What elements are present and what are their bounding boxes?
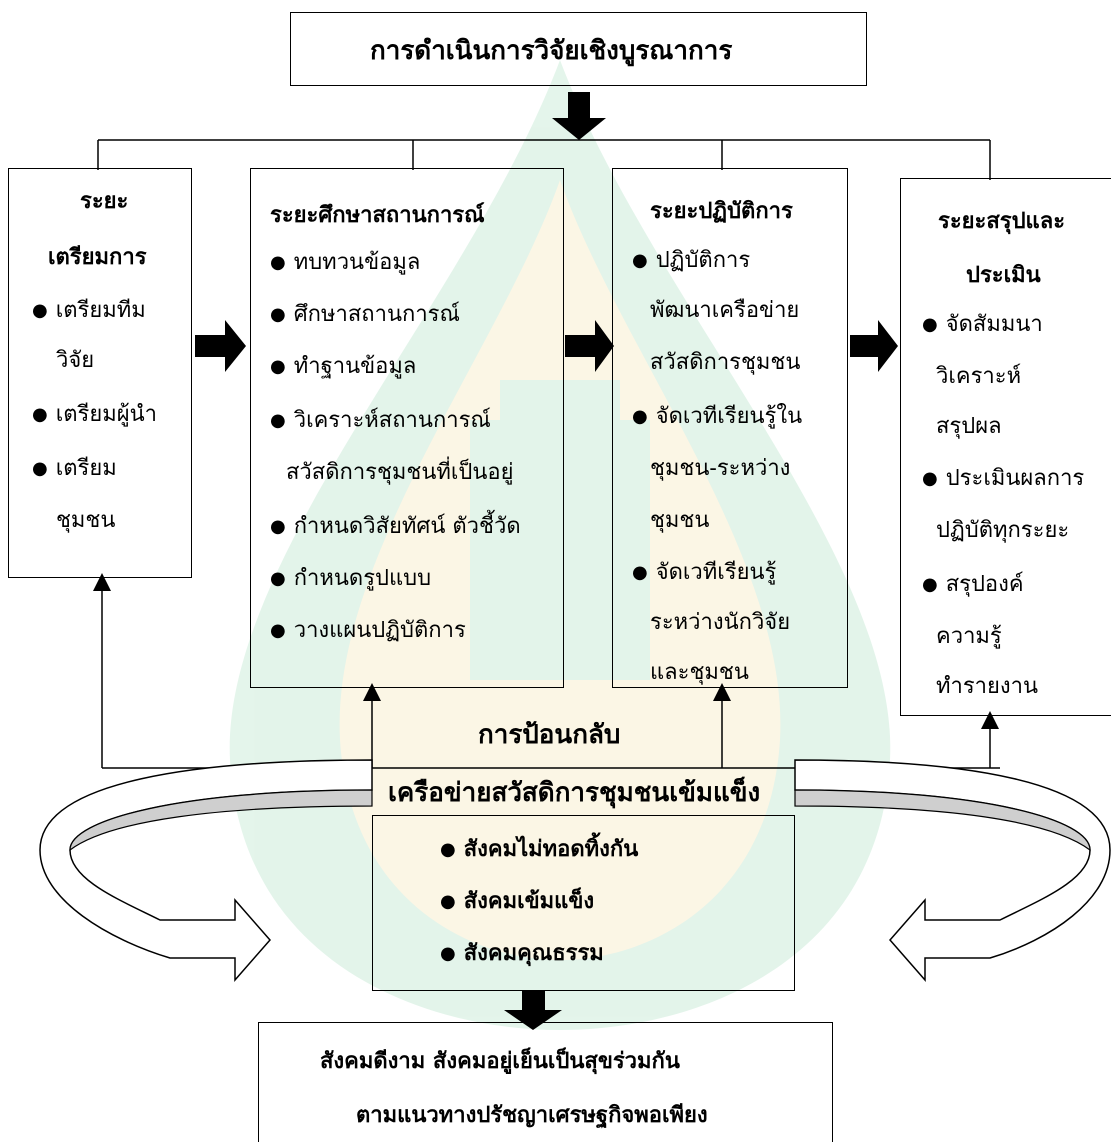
phase-1-title-line-1: ระยะ <box>80 188 129 214</box>
phase-2-title: ระยะศึกษาสถานการณ์ <box>270 202 485 228</box>
phase-3-item-1: ปฏิบัติการ <box>632 250 750 272</box>
top-title-box <box>290 12 867 86</box>
phase-4-item-1-cont-2: สรุปผล <box>936 414 1002 439</box>
phase-4-item-1: จัดสัมมนา <box>922 314 1043 336</box>
phase-3-item-3-cont-2: และชุมชน <box>650 660 749 685</box>
phase-4-item-3-cont-2: ทำรายงาน <box>936 674 1039 699</box>
phase-2-item-5: กำหนดวิสัยทัศน์ ตัวชี้วัด <box>270 516 521 538</box>
outcome-box <box>258 1022 833 1142</box>
phase-2-item-2: ศึกษาสถานการณ์ <box>270 304 460 326</box>
phase-3-item-2: จัดเวทีเรียนรู้ใน <box>632 406 802 428</box>
society-item-1: สังคมไม่ทอดทิ้งกัน <box>440 838 639 860</box>
feedback-label: การป้อนกลับ <box>478 720 621 750</box>
phase-box-study <box>250 168 564 688</box>
phase-4-item-3: สรุปองค์ <box>922 574 1024 596</box>
phase-box-summary <box>900 178 1111 716</box>
phase-4-item-1-cont-1: วิเคราะห์ <box>936 364 1022 389</box>
phase-3-item-3-cont-1: ระหว่างนักวิจัย <box>650 610 791 635</box>
phase-1-item-3-cont: ชุมชน <box>56 508 116 533</box>
phase-1-item-3: เตรียม <box>32 458 117 480</box>
top-title: การดำเนินการวิจัยเชิงบูรณาการ <box>370 36 733 66</box>
title-down-arrow <box>552 92 606 140</box>
phase-2-item-6: กำหนดรูปแบบ <box>270 568 431 590</box>
phase-1-item-1-cont: วิจัย <box>56 348 95 373</box>
curved-arrow-left <box>39 759 373 982</box>
network-label: เครือข่ายสวัสดิการชุมชนเข้มแข็ง <box>388 778 761 808</box>
phase-3-item-2-cont-2: ชุมชน <box>650 508 710 533</box>
phase-1-item-2: เตรียมผู้นำ <box>32 404 157 426</box>
outcome-down-arrow <box>504 990 562 1030</box>
phase-3-item-3: จัดเวทีเรียนรู้ <box>632 562 777 584</box>
phase-2-item-4: วิเคราะห์สถานการณ์ <box>270 410 491 432</box>
phase-3-item-2-cont-1: ชุมชน-ระหว่าง <box>650 456 791 481</box>
phase-2-item-3: ทำฐานข้อมูล <box>270 356 417 378</box>
phase-4-item-3-cont-1: ความรู้ <box>936 624 1002 649</box>
top-bus <box>97 139 991 180</box>
phase-1-title-line-2: เตรียมการ <box>48 244 147 270</box>
phase-4-title-line-2: ประเมิน <box>966 262 1041 288</box>
phase-2-item-1: ทบทวนข้อมูล <box>270 252 421 274</box>
phase-3-item-1-cont-1: พัฒนาเครือข่าย <box>650 298 800 323</box>
phase-4-item-2: ประเมินผลการ <box>922 468 1085 490</box>
arrow-3-4 <box>850 320 898 372</box>
phase-1-item-1: เตรียมทีม <box>32 300 146 322</box>
outcome-line-2: ตามแนวทางปรัชญาเศรษฐกิจพอเพียง <box>356 1102 708 1128</box>
phase-4-title-line-1: ระยะสรุปและ <box>938 208 1066 234</box>
society-box <box>372 815 795 991</box>
society-item-2: สังคมเข้มแข็ง <box>440 890 594 912</box>
phase-3-title: ระยะปฏิบัติการ <box>650 198 793 224</box>
phase-4-item-2-cont-1: ปฏิบัติทุกระยะ <box>936 518 1070 543</box>
phase-2-item-4-cont: สวัสดิการชุมชนที่เป็นอยู่ <box>286 460 514 485</box>
society-item-3: สังคมคุณธรรม <box>440 942 604 964</box>
curved-arrow-right <box>794 759 1111 982</box>
outcome-line-1: สังคมดีงาม สังคมอยู่เย็นเป็นสุขร่วมกัน <box>320 1048 680 1074</box>
arrow-1-2 <box>195 320 246 372</box>
phase-3-item-1-cont-2: สวัสดิการชุมชน <box>650 350 801 375</box>
phase-2-item-7: วางแผนปฏิบัติการ <box>270 620 466 642</box>
arrow-2-3 <box>565 320 614 372</box>
